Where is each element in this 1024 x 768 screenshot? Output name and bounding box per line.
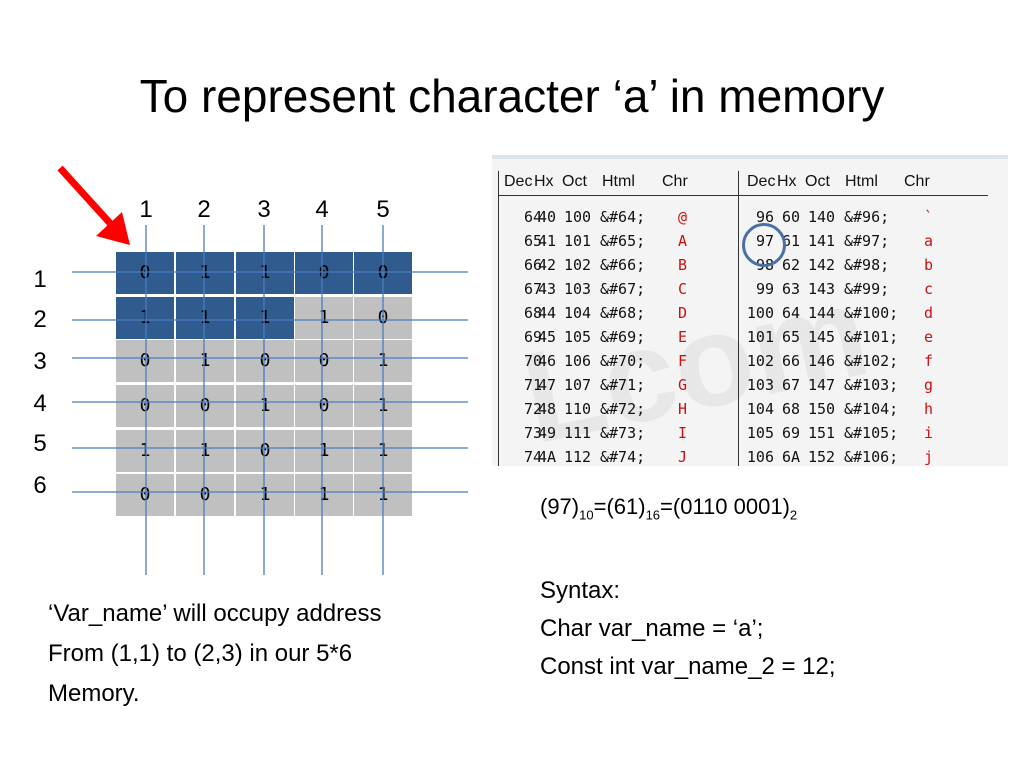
ascii-header: Html [602,173,635,190]
memory-cell: 1 [236,297,294,339]
memory-cell: 1 [176,430,234,472]
memory-cell: 0 [354,297,412,339]
row-number: 3 [33,348,47,375]
red-arrow-icon [57,165,130,245]
row-number: 1 [33,266,47,293]
memory-cell: 0 [295,252,353,294]
ascii-html-column: &#64; &#65; &#66; &#67; &#68; &#69; &#70… [600,208,646,466]
ascii-header: Dec [504,173,533,190]
slide-title: To represent character ‘a’ in memory [139,70,885,122]
row-number: 4 [33,390,47,417]
header-divider [498,195,988,196]
column-divider [738,171,739,466]
highlight-circle [742,223,786,267]
memory-cell: 1 [236,385,294,427]
memory-cell: 1 [236,252,294,294]
note-line-1: ‘Var_name’ will occupy address [48,600,382,627]
column-number: 4 [315,196,329,223]
memory-cell: 1 [176,297,234,339]
memory-cell: 1 [176,252,234,294]
memory-cell: 0 [295,385,353,427]
ascii-header: Hx [534,173,554,190]
syntax-line-2: Const int var_name_2 = 12; [540,653,836,680]
memory-cell: 1 [236,474,294,516]
memory-cell: 0 [236,430,294,472]
binary-value: =(0110 0001) [660,494,790,519]
memory-cell: 0 [176,385,234,427]
column-number: 2 [197,196,211,223]
row-number: 2 [33,306,47,333]
memory-cell: 1 [354,385,412,427]
memory-cell: 0 [354,252,412,294]
ascii-oct-column: 140 141 142 143 144 145 146 147 150 151 … [808,208,836,466]
memory-cell: 1 [295,430,353,472]
memory-cell: 1 [116,430,174,472]
memory-cell: 1 [116,297,174,339]
row-number: 5 [33,430,47,457]
memory-cell: 0 [116,340,174,382]
memory-cell: 0 [295,340,353,382]
ascii-dec-column: 64 65 66 67 68 69 70 71 72 73 74 [523,208,542,466]
memory-cell: 0 [116,385,174,427]
base-conversion: (97)10=(61)16=(0110 0001)2 [540,494,797,522]
ascii-oct-column: 100 101 102 103 104 105 106 107 110 111 … [564,208,592,466]
ascii-header: Chr [904,173,930,190]
memory-cell: 1 [354,474,412,516]
left-edge-divider [498,171,499,466]
column-number: 5 [376,196,390,223]
ascii-header: Oct [562,173,587,190]
column-number: 3 [257,196,271,223]
memory-cell: 1 [354,340,412,382]
binary-base: 2 [789,507,798,523]
ascii-header: Hx [777,173,797,190]
memory-cell: 1 [354,430,412,472]
occupancy-note: ‘Var_name’ will occupy address From (1,1… [48,594,498,714]
ascii-hex-column: 40 41 42 43 44 45 46 47 48 49 4A [538,208,557,466]
ascii-header: Oct [805,173,830,190]
decimal-value: (97) [540,494,580,519]
memory-cell: 1 [295,474,353,516]
memory-cell: 0 [176,474,234,516]
memory-cell: 0 [116,474,174,516]
column-number: 1 [139,196,153,223]
note-line-3: Memory. [48,680,140,707]
ascii-header: Html [845,173,878,190]
memory-cell: 0 [116,252,174,294]
syntax-heading: Syntax: [540,577,621,604]
ascii-char-column: @ A B C D E F G H I J [678,208,688,466]
ascii-header: Dec [747,173,776,190]
syntax-line-1: Char var_name = ‘a’; [540,615,764,642]
ascii-char-column: ` a b c d e f g h i j [924,208,934,466]
ascii-html-column: &#96; &#97; &#98; &#99; &#100; &#101; &#… [844,208,899,466]
ascii-header: Chr [662,173,688,190]
decimal-base: 10 [579,507,594,523]
hex-base: 16 [645,507,661,523]
note-line-2: From (1,1) to (2,3) in our 5*6 [48,640,353,667]
syntax-block: Syntax: Char var_name = ‘a’; Const int v… [540,572,836,686]
memory-cell: 0 [236,340,294,382]
ascii-hex-column: 60 61 62 63 64 65 66 67 68 69 6A [782,208,801,466]
row-number: 6 [33,472,47,499]
memory-cell: 1 [295,297,353,339]
hex-value: =(61) [593,494,646,519]
memory-cell: 1 [176,340,234,382]
